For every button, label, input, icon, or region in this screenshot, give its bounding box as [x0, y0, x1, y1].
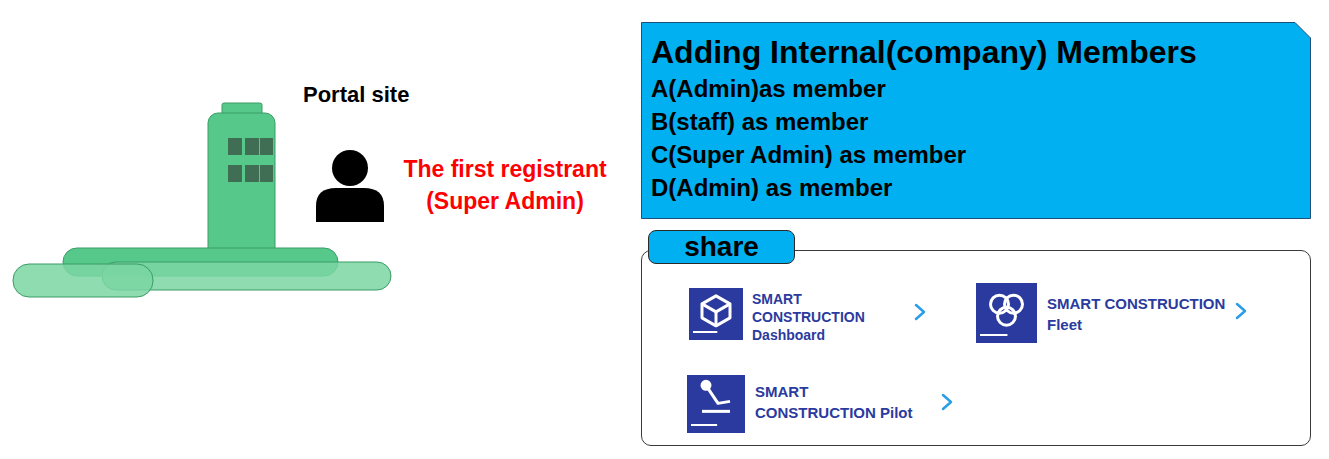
- share-panel: SMART CONSTRUCTION DashboardSMART CONSTR…: [641, 250, 1311, 446]
- chevron-path: [943, 395, 951, 409]
- app-icon-tile: [689, 288, 743, 340]
- member-line: D(Admin) as member: [651, 171, 1299, 204]
- box-shape: [642, 23, 1311, 219]
- chevron-symbol: [976, 283, 1251, 343]
- building-windows: [228, 138, 273, 182]
- ground-band: [13, 264, 153, 297]
- app-icon-glyph: [980, 295, 1023, 336]
- app-name: SMART CONSTRUCTION Dashboard: [752, 290, 902, 344]
- app-name: SMART CONSTRUCTION Fleet: [1047, 293, 1227, 335]
- app-name: SMART CONSTRUCTION Pilot: [755, 381, 933, 423]
- chevron-path: [1237, 304, 1245, 318]
- app-icon-tile: [976, 283, 1037, 343]
- box-heading: Adding Internal(company) Members: [651, 32, 1299, 72]
- app-link: SMART CONSTRUCTION Dashboard: [689, 288, 930, 344]
- chevron-path: [916, 305, 924, 319]
- site-label: Portal site: [303, 79, 409, 111]
- person-icon: [316, 150, 384, 222]
- building-illustration: [13, 103, 391, 297]
- member-list-box: Adding Internal(company) MembersA(Admin)…: [641, 22, 1311, 219]
- panel-tab: share: [648, 230, 795, 264]
- building-tower: [208, 113, 275, 258]
- member-line: B(staff) as member: [651, 105, 1299, 138]
- app-link: SMART CONSTRUCTION Fleet: [976, 283, 1251, 343]
- app-link: SMART CONSTRUCTION Pilot: [687, 375, 957, 433]
- app-icon: [976, 283, 1037, 343]
- app-icon-tile: [687, 375, 745, 433]
- app-icon-glyph: [691, 381, 730, 426]
- member-line: A(Admin)as member: [651, 72, 1299, 105]
- app-icon-glyph: [693, 296, 730, 333]
- registrant-label: The first registrant (Super Admin): [382, 153, 628, 217]
- app-icon: [687, 375, 745, 433]
- member-line: C(Super Admin) as member: [651, 138, 1299, 171]
- app-icon: [689, 288, 743, 340]
